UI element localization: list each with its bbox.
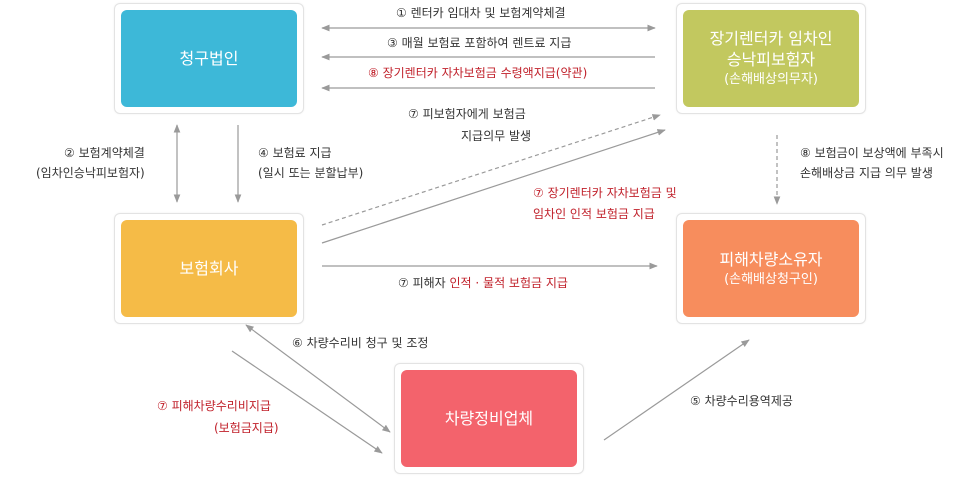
label-2-insurance-contract-line2: (임차인승낙피보험자)	[36, 166, 145, 180]
label-1-rental-contract: ① 렌터카 임대차 및 보험계약체결	[396, 6, 566, 20]
node-rental-lessee-box: 장기렌터카 임차인 승낙피보험자 (손해배상의무자)	[683, 10, 859, 107]
node-claim-corp-box: 청구법인	[121, 10, 297, 107]
node-victim-owner-title: 피해차량소유자	[719, 249, 823, 269]
node-rental-lessee: 장기렌터카 임차인 승낙피보험자 (손해배상의무자)	[676, 3, 866, 114]
node-rental-lessee-sub: (손해배상의무자)	[724, 72, 818, 87]
node-victim-owner: 피해차량소유자 (손해배상청구인)	[676, 213, 866, 324]
node-victim-owner-sub: (손해배상청구인)	[724, 271, 818, 287]
node-insurer: 보험회사	[114, 213, 304, 324]
label-7-victim-payment-highlight: 인적 · 물적 보험금 지급	[449, 276, 568, 290]
label-8-own-car-insurance-payout: ⑧ 장기렌터카 자차보험금 수령액지급(약관)	[368, 66, 588, 80]
label-2-insurance-contract-line1: ② 보험계약체결	[64, 146, 145, 160]
label-8-compensation-line2: 손해배상금 지급 의무 발생	[800, 166, 933, 180]
label-4-premium-payment-line1: ④ 보험료 지급	[258, 146, 332, 160]
label-7-repair-payment-line1: ⑦ 피해차량수리비지급	[157, 399, 271, 413]
arrow-5	[603, 339, 750, 441]
node-repair-shop-title: 차량정비업체	[444, 409, 534, 428]
label-7-payment-obligation-line2: 지급의무 발생	[461, 129, 532, 143]
label-8-compensation-line1: ⑧ 보험금이 보상액에 부족시	[800, 146, 944, 160]
label-7-victim-payment-prefix: ⑦ 피해자	[398, 276, 450, 290]
arrow-7b	[321, 129, 666, 244]
label-7-repair-payment-line2: (보험금지급)	[214, 421, 279, 435]
label-4-premium-payment-line2: (일시 또는 분할납부)	[258, 166, 364, 180]
arrow-6-bidirectional	[245, 324, 391, 433]
node-insurer-box: 보험회사	[121, 220, 297, 317]
label-6-repair-claim: ⑥ 차량수리비 청구 및 조정	[292, 336, 429, 350]
node-rental-lessee-title: 장기렌터카 임차인	[709, 29, 833, 48]
node-insurer-title: 보험회사	[179, 259, 239, 278]
node-rental-lessee-title2: 승낙피보험자	[726, 50, 816, 69]
label-5-repair-service: ⑤ 차량수리용역제공	[690, 394, 793, 408]
node-claim-corp: 청구법인	[114, 3, 304, 114]
label-7-rental-insurance-line1: ⑦ 장기렌터카 자차보험금 및	[533, 186, 677, 200]
label-3-monthly-rent: ③ 매월 보험료 포함하여 렌트료 지급	[387, 36, 572, 50]
node-repair-shop-box: 차량정비업체	[401, 370, 577, 467]
arrow-7d	[231, 350, 383, 454]
node-victim-owner-box: 피해차량소유자 (손해배상청구인)	[683, 220, 859, 317]
node-claim-corp-title: 청구법인	[179, 49, 239, 68]
label-7-rental-insurance-line2: 임차인 인적 보험금 지급	[533, 207, 655, 221]
node-repair-shop: 차량정비업체	[394, 363, 584, 474]
label-7-payment-obligation-line1: ⑦ 피보험자에게 보험금	[408, 107, 526, 121]
label-7-victim-payment: ⑦ 피해자 인적 · 물적 보험금 지급	[398, 273, 568, 293]
arrow-7a-dashed	[321, 114, 661, 226]
